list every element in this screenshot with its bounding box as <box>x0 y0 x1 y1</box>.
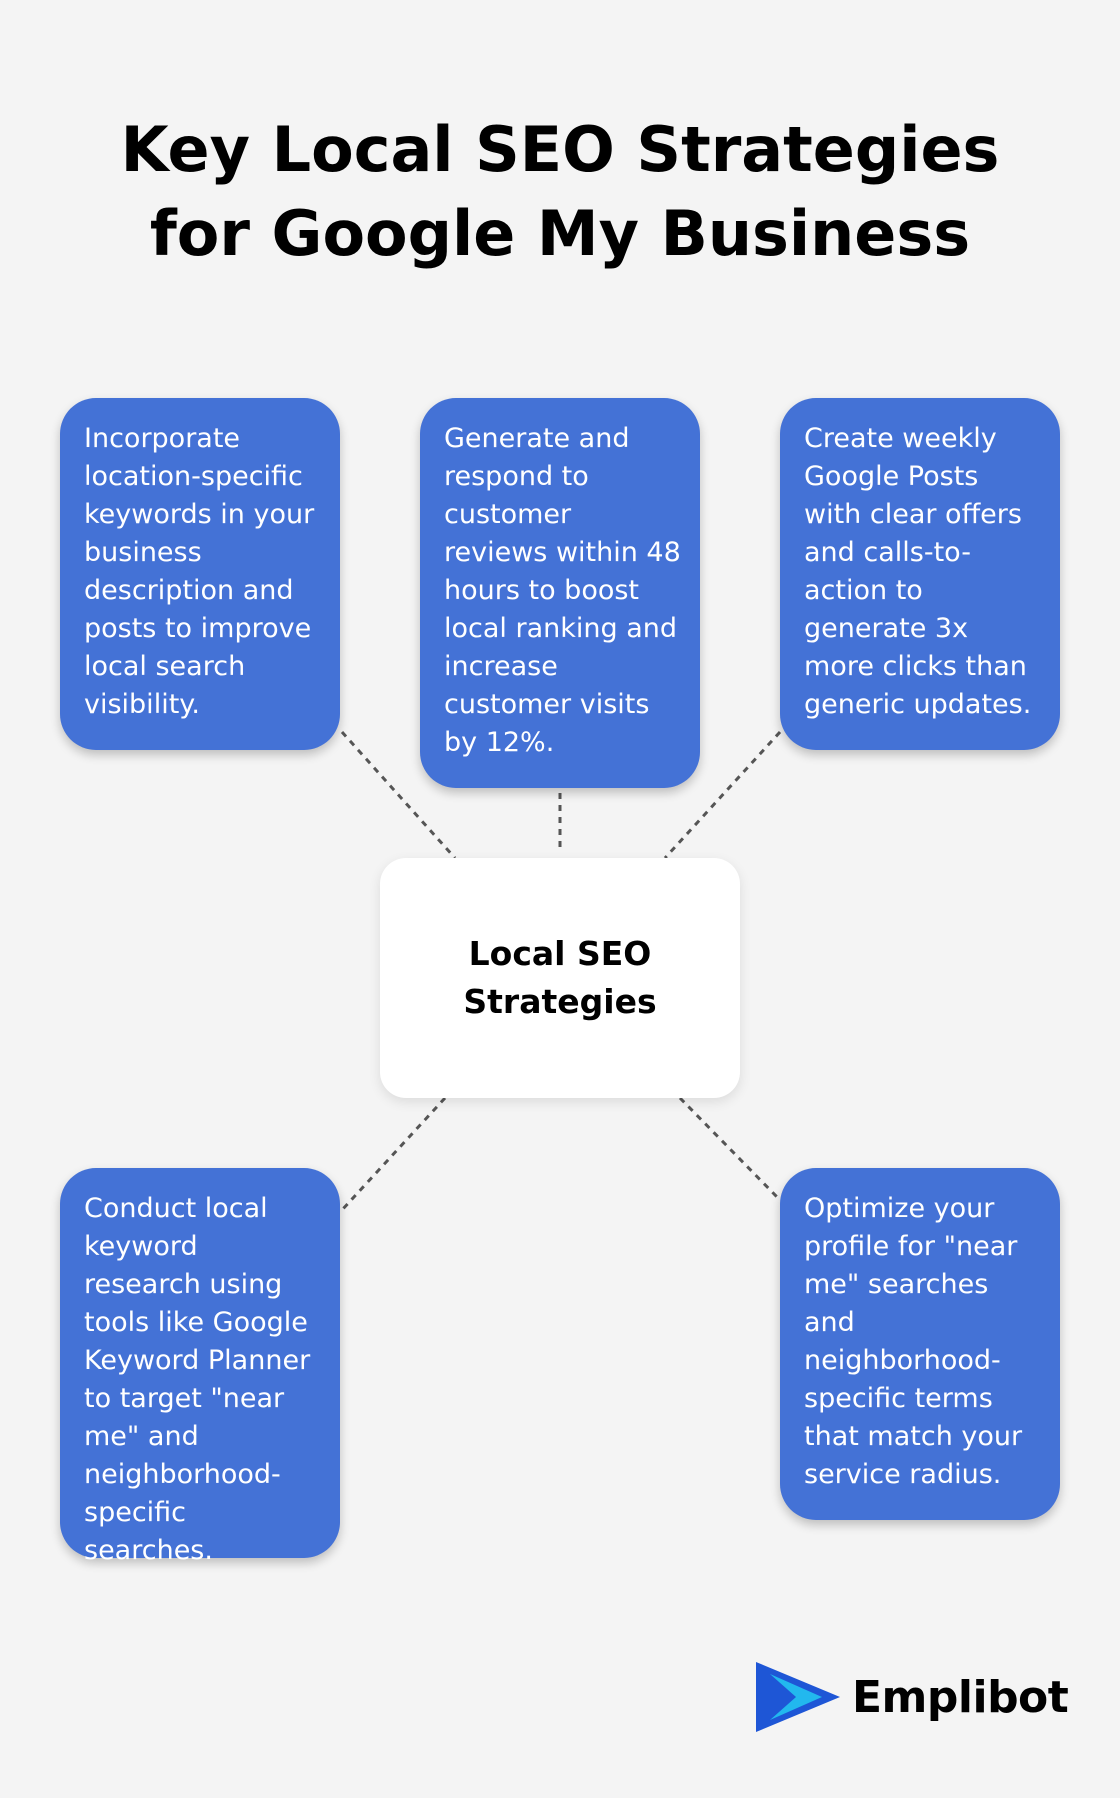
connector-line-4 <box>340 1096 447 1212</box>
strategy-card-near-me-optimization: Optimize your profile for "near me" sear… <box>780 1168 1060 1520</box>
page-title: Key Local SEO Strategies for Google My B… <box>120 113 1000 270</box>
strategy-card-location-keywords: Incorporate location-specific keywords i… <box>60 398 340 750</box>
strategy-card-google-posts: Create weekly Google Posts with clear of… <box>780 398 1060 750</box>
strategy-text: Optimize your profile for "near me" sear… <box>804 1193 1023 1490</box>
strategy-text: Conduct local keyword research using too… <box>84 1193 311 1566</box>
strategy-card-customer-reviews: Generate and respond to customer reviews… <box>420 398 700 788</box>
strategy-card-keyword-research: Conduct local keyword research using too… <box>60 1168 340 1566</box>
connector-line-5 <box>678 1096 782 1202</box>
brand-logo: Emplibot <box>756 1662 1069 1732</box>
central-topic-label: Local SEO Strategies <box>463 934 657 1021</box>
central-topic-box: Local SEO Strategies <box>380 858 740 1098</box>
strategy-text: Generate and respond to customer reviews… <box>444 423 681 758</box>
connector-line-3 <box>663 730 782 860</box>
strategy-text: Incorporate location-specific keywords i… <box>84 423 315 720</box>
brand-name: Emplibot <box>852 1671 1069 1723</box>
strategy-text: Create weekly Google Posts with clear of… <box>804 423 1032 720</box>
connector-line-1 <box>340 730 457 860</box>
play-arrow-logo-icon <box>756 1662 840 1732</box>
